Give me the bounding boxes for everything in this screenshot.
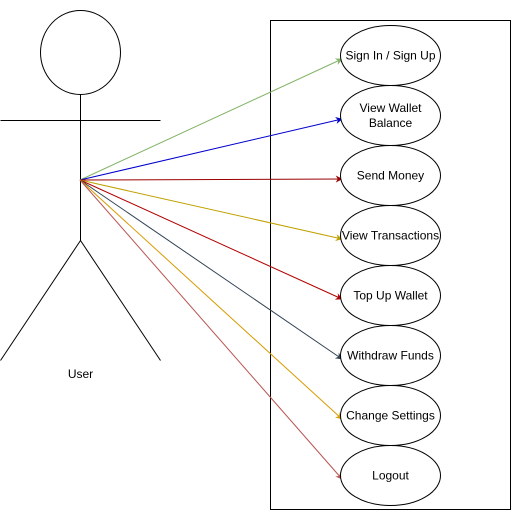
use-cases: Sign In / Sign Up View WalletBalanceSend …	[340, 25, 441, 506]
use-case-label: Logout	[372, 469, 409, 483]
actor-label: User	[68, 367, 93, 381]
use-case-view-transactions[interactable]: View Transactions	[340, 205, 441, 266]
use-case-top-up-wallet[interactable]: Top Up Wallet	[340, 265, 441, 326]
use-case-withdraw-funds[interactable]: Withdraw Funds	[340, 325, 441, 386]
actor-head	[40, 10, 121, 95]
use-case-label: Send Money	[357, 169, 424, 183]
use-case-label: Change Settings	[346, 409, 435, 423]
actor-right-leg	[80, 240, 161, 361]
actor-left-leg	[0, 240, 81, 361]
associations	[79, 58, 343, 480]
use-case-label: Balance	[369, 116, 413, 130]
use-case-sign-in-sign-up[interactable]: Sign In / Sign Up	[340, 25, 441, 86]
use-case-logout[interactable]: Logout	[340, 445, 441, 506]
association-top-up-wallet	[79, 179, 343, 300]
use-case-label: Sign In / Sign Up	[345, 49, 435, 63]
association-view-transactions	[79, 179, 343, 242]
use-case-label: Top Up Wallet	[353, 289, 428, 303]
association-sign-in-sign-up	[79, 58, 343, 181]
use-case-send-money[interactable]: Send Money	[340, 145, 441, 206]
association-send-money	[79, 175, 343, 183]
association-withdraw-funds	[79, 179, 343, 360]
association-change-settings	[79, 179, 343, 420]
use-case-label: Withdraw Funds	[347, 349, 434, 363]
use-case-change-settings[interactable]: Change Settings	[340, 385, 441, 446]
use-case-label: View Transactions	[342, 229, 439, 243]
actor-user[interactable]: User	[0, 10, 161, 382]
association-view-wallet-balance	[79, 117, 343, 181]
use-case-ellipse	[340, 445, 441, 506]
association-logout	[79, 179, 343, 480]
use-case-label: View Wallet	[359, 101, 422, 115]
